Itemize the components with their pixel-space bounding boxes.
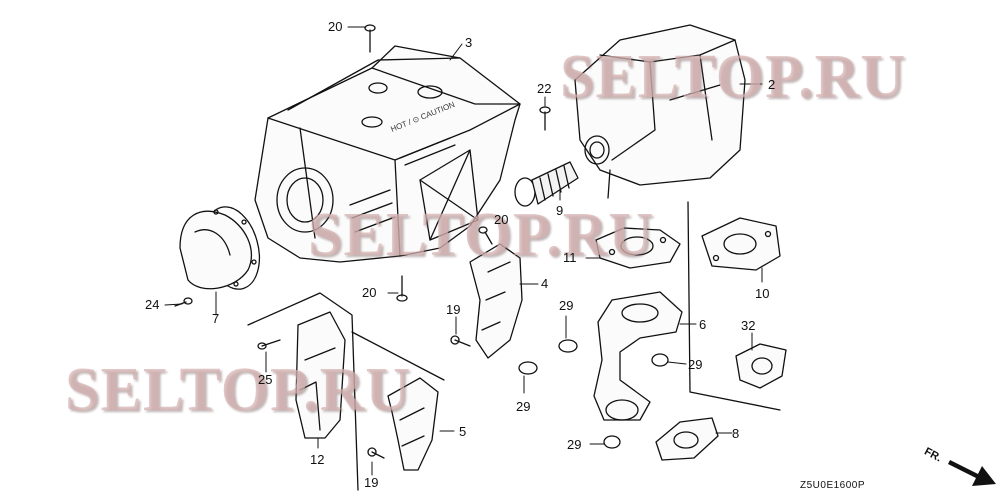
gasket-part-10: [687, 201, 781, 411]
watermark-seltop: SELTOP.RU: [560, 43, 907, 111]
callout-5: 5: [459, 424, 467, 439]
bracket-part-5: [351, 331, 445, 471]
exhaust-pipe-part-6: [593, 291, 683, 421]
callout-8: 8: [732, 426, 740, 441]
callout-20: 20: [328, 19, 343, 34]
callout-9: 9: [556, 203, 564, 218]
callout-32: 32: [741, 318, 756, 333]
bracket-part-4: [469, 243, 523, 359]
callout-7: 7: [212, 311, 220, 326]
callout-10: 10: [755, 286, 770, 301]
muffler-protector-part-3: [254, 45, 521, 263]
diagram-code: Z5U0E1600P: [800, 480, 866, 491]
muffler-gasket-part-11: [595, 227, 681, 269]
spark-arrester-screen-part-9: [514, 161, 579, 207]
front-direction-arrow-icon: [948, 460, 996, 486]
gasket-part-32: [735, 343, 787, 389]
muffler-part-2: [574, 24, 746, 199]
callout-2: 2: [768, 77, 776, 92]
callout-3: 3: [465, 35, 473, 50]
cover-part-12: [247, 292, 359, 491]
callout-11: 11: [563, 250, 577, 265]
callout-29: 29: [559, 298, 574, 313]
callout-19: 19: [364, 475, 379, 490]
watermark-seltop: SELTOP.RU: [308, 201, 655, 269]
watermark-seltop: SELTOP.RU: [65, 356, 412, 424]
callout-20: 20: [494, 212, 509, 227]
gasket-part-8: [655, 417, 719, 461]
fasteners: [174, 24, 669, 459]
callout-29: 29: [688, 357, 703, 372]
callout-4: 4: [541, 276, 549, 291]
callout-12: 12: [310, 452, 325, 467]
spark-arrester-cover-part-7: [179, 206, 261, 290]
leader-lines: [164, 26, 763, 476]
callout-6: 6: [699, 317, 707, 332]
callout-22: 22: [537, 81, 552, 96]
callout-29: 29: [516, 399, 531, 414]
callout-19: 19: [446, 302, 461, 317]
callout-24: 24: [145, 297, 160, 312]
callout-25: 25: [258, 372, 273, 387]
callout-20: 20: [362, 285, 377, 300]
callout-29: 29: [567, 437, 582, 452]
